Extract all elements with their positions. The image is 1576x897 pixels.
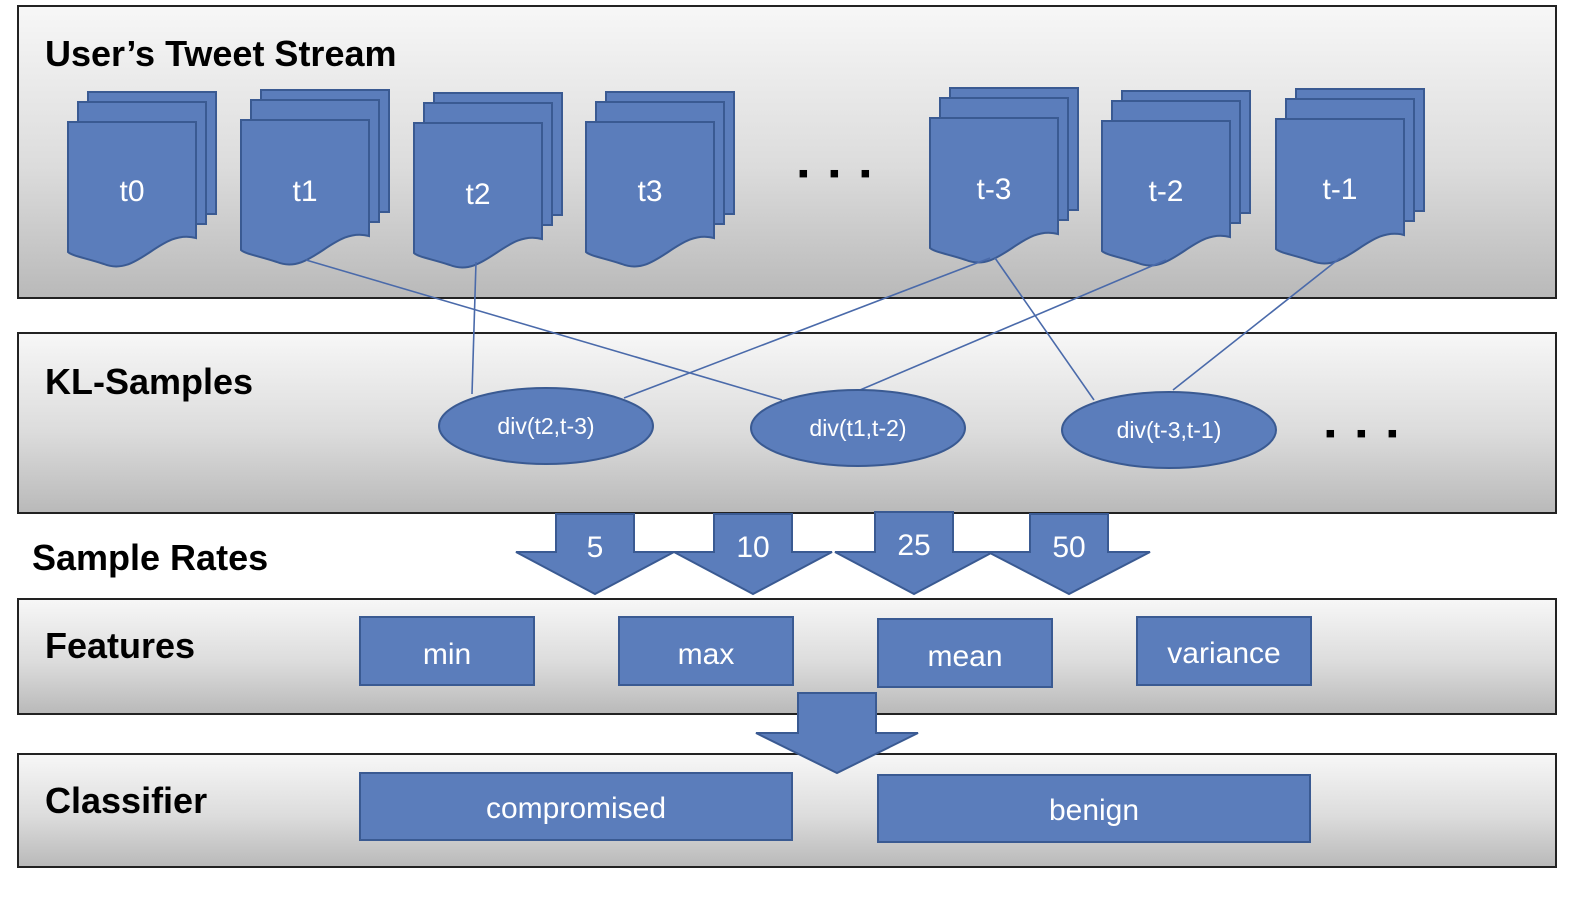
classifier-title: Classifier: [45, 780, 207, 821]
features-to-classifier-arrow-icon: [755, 692, 919, 775]
tweet-doc-0: t0: [67, 91, 217, 268]
feature-label: max: [678, 638, 735, 671]
kl-samples-title: KL-Samples: [45, 361, 253, 402]
kl-sample-label: div(t1,t-2): [809, 415, 906, 441]
feature-label: variance: [1167, 637, 1280, 670]
kl-sample-label: div(t2,t-3): [497, 413, 594, 439]
feature-label: min: [423, 638, 471, 671]
tweet-doc-label: t0: [119, 175, 144, 208]
document-icon: [413, 122, 543, 269]
kl-sample-ellipse: [750, 389, 966, 467]
tweet-doc-6: t-1: [1275, 88, 1425, 265]
feature-box: [359, 616, 535, 686]
kl-sample-ellipse: [1061, 391, 1277, 469]
stream-ellipsis: ▪ ▪ ▪: [798, 157, 877, 190]
feature-box: [877, 618, 1053, 688]
kl-sample-1: div(t1,t-2): [750, 389, 966, 467]
document-icon: [240, 119, 370, 266]
document-icon: [1101, 120, 1231, 267]
sample-rates-title: Sample Rates: [32, 537, 268, 578]
line-t2-to-div-t2-t3: [471, 261, 477, 395]
rate-arrow-0: 5: [515, 513, 675, 596]
line-t3m-to-div-t2-t3: [623, 257, 991, 399]
rate-label: 5: [587, 531, 604, 564]
rate-arrow-2: 25: [834, 511, 994, 596]
tweet-doc-label: t3: [637, 175, 662, 208]
tweet-doc-2: t2: [413, 92, 563, 269]
kl-sample-2: div(t-3,t-1): [1061, 391, 1277, 469]
line-t3m-to-div-t3-t1: [994, 257, 1095, 401]
rate-arrow-1: 10: [673, 513, 833, 596]
tweet-doc-4: t-3: [929, 87, 1079, 264]
rate-label: 10: [736, 531, 769, 564]
tweet-doc-1: t1: [240, 89, 390, 266]
feature-label: mean: [927, 640, 1002, 673]
kl-sample-0: div(t2,t-3): [438, 387, 654, 465]
document-icon: [67, 121, 197, 268]
class-box: [359, 772, 793, 841]
tweet-doc-label: t1: [292, 175, 317, 208]
connection-lines: [305, 257, 1341, 401]
tweet-doc-label: t-1: [1322, 173, 1357, 206]
feature-min: min: [359, 616, 535, 686]
tweet-doc-label: t2: [465, 178, 490, 211]
class-label: compromised: [486, 792, 666, 825]
feature-box: [1136, 616, 1312, 686]
tweet-doc-5: t-2: [1101, 90, 1251, 267]
document-icon: [1275, 118, 1405, 265]
class-benign: benign: [877, 774, 1311, 843]
document-icon: [585, 121, 715, 268]
line-t2m-to-div-t1-t2: [859, 259, 1167, 391]
tweet-doc-3: t3: [585, 91, 735, 268]
down-arrow-icon: [673, 513, 833, 596]
kl-ellipsis: ▪ ▪ ▪: [1325, 417, 1404, 450]
rate-label: 25: [897, 529, 930, 562]
class-compromised: compromised: [359, 772, 793, 841]
down-arrow-icon: [987, 513, 1151, 596]
features-title: Features: [45, 625, 195, 666]
feature-max: max: [618, 616, 794, 686]
kl-sample-ellipse: [438, 387, 654, 465]
down-arrow-icon: [515, 513, 675, 596]
line-t1-to-div-t1-t2: [305, 259, 783, 401]
class-box: [877, 774, 1311, 843]
tweet-doc-label: t-3: [976, 173, 1011, 206]
down-arrow-icon: [834, 511, 994, 596]
kl-sample-label: div(t-3,t-1): [1117, 417, 1222, 443]
feature-variance: variance: [1136, 616, 1312, 686]
rate-arrow-3: 50: [987, 513, 1151, 596]
feature-box: [618, 616, 794, 686]
class-label: benign: [1049, 794, 1139, 827]
tweet-docs: t0 t1 t2 t3 t-3 t-2 t-1: [67, 87, 1425, 269]
tweet-stream-title: User’s Tweet Stream: [45, 33, 397, 74]
rate-label: 50: [1052, 531, 1085, 564]
line-t1m-to-div-t3-t1: [1172, 257, 1341, 391]
tweet-doc-label: t-2: [1148, 175, 1183, 208]
feature-mean: mean: [877, 618, 1053, 688]
